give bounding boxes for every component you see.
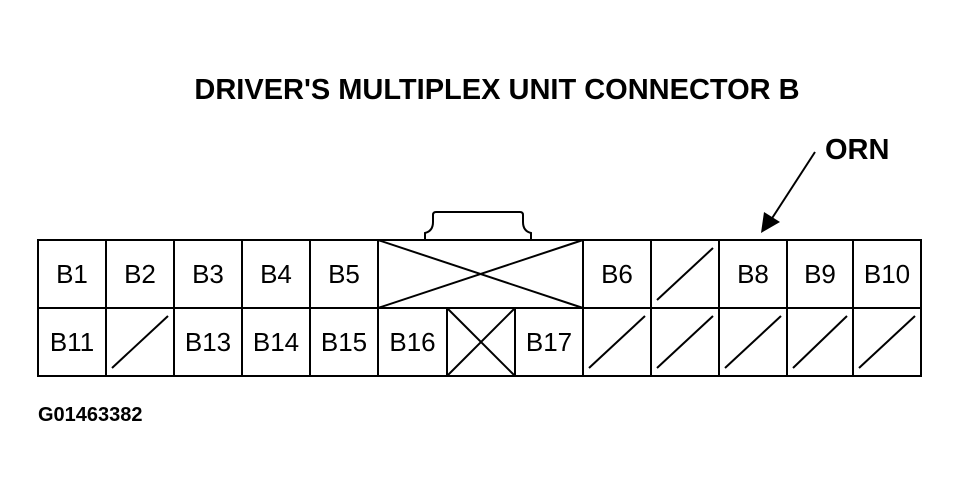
pin-label: B16 (389, 327, 435, 357)
pin-cavity: B17 (514, 307, 584, 377)
pin-cavity: B10 (852, 239, 922, 309)
pin-cavity: B15 (309, 307, 379, 377)
pin-label: B11 (50, 327, 94, 357)
pin-label: B14 (253, 327, 299, 357)
pin-cavity: B14 (241, 307, 311, 377)
unused-cavity (786, 307, 854, 377)
cross-mark (377, 239, 584, 309)
pin-label: B9 (804, 259, 836, 289)
pin-label: B2 (124, 259, 156, 289)
pin-label: B6 (601, 259, 633, 289)
wire-color-callout: ORN (825, 134, 889, 166)
pin-cavity: B2 (105, 239, 175, 309)
slash-mark (792, 315, 848, 369)
pin-cavity: B16 (377, 307, 448, 377)
top-pin-row: B1 B2 B3 B4 B5 B6 B8 B9 B10 (37, 239, 922, 309)
pin-label: B4 (260, 259, 292, 289)
pin-label: B10 (864, 259, 910, 289)
slash-mark (724, 315, 782, 369)
pin-cavity: B8 (718, 239, 788, 309)
pin-label: B3 (192, 259, 224, 289)
unused-cavity (852, 307, 922, 377)
slash-mark (111, 315, 169, 369)
pin-label: B15 (321, 327, 367, 357)
pin-cavity: B6 (582, 239, 652, 309)
diagram-title: DRIVER'S MULTIPLEX UNIT CONNECTOR B (194, 74, 799, 106)
connector-latch-tab (424, 211, 532, 240)
pin-cavity: B9 (786, 239, 854, 309)
pin-cavity: B5 (309, 239, 379, 309)
pin-cavity: B4 (241, 239, 311, 309)
pin-label: B5 (328, 259, 360, 289)
unused-cavity (718, 307, 788, 377)
cross-mark (446, 307, 516, 377)
unused-cavity (446, 307, 516, 377)
pin-label: B1 (56, 259, 88, 289)
unused-cavity (105, 307, 175, 377)
pin-cavity: B1 (37, 239, 107, 309)
pin-cavity: B11 (37, 307, 107, 377)
pin-label: B13 (185, 327, 231, 357)
slash-mark (588, 315, 646, 369)
slash-mark (858, 315, 916, 369)
pin-label: B17 (526, 327, 572, 357)
unused-cavity (582, 307, 652, 377)
unused-cavity (650, 307, 720, 377)
figure-code: G01463382 (38, 404, 143, 426)
callout-arrow (761, 151, 816, 233)
bottom-pin-row: B11 B13 B14 B15 B16 B17 (37, 307, 922, 377)
pin-label: B8 (737, 259, 769, 289)
pin-cavity: B13 (173, 307, 243, 377)
slash-mark (656, 247, 714, 301)
unused-cavity (650, 239, 720, 309)
slash-mark (656, 315, 714, 369)
unused-cavity (377, 239, 584, 309)
pin-cavity: B3 (173, 239, 243, 309)
